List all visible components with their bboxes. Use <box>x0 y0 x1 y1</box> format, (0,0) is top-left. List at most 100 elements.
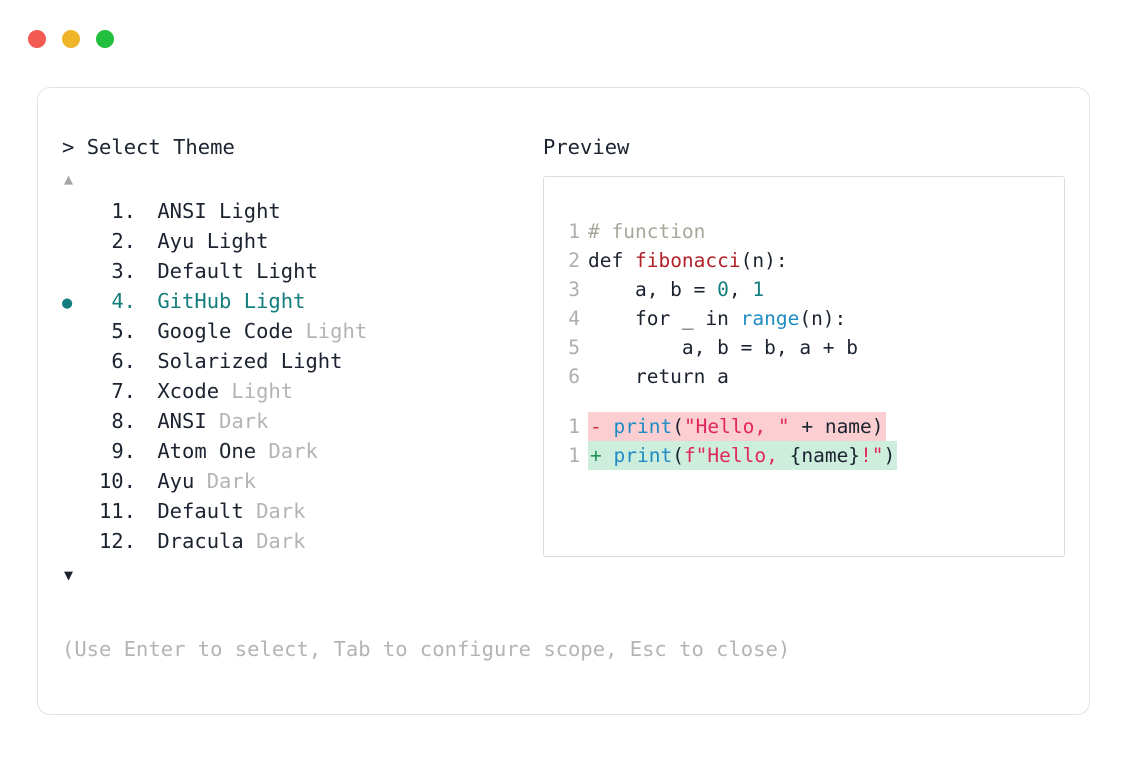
prompt-marker: > <box>62 135 75 159</box>
close-window-button[interactable] <box>28 30 46 48</box>
code-token: def <box>588 249 635 272</box>
theme-name: Ayu <box>157 229 195 253</box>
code-line-content: a, b = 0, 1 <box>588 275 764 304</box>
scroll-up-arrow-icon[interactable]: ▲ <box>64 170 74 188</box>
index-gap <box>136 316 157 346</box>
theme-mode: Light <box>243 259 318 283</box>
prompt-header: > Select Theme <box>62 134 532 160</box>
window-traffic-lights <box>28 30 114 48</box>
theme-list-item[interactable]: ●4. GitHub Light <box>62 286 532 316</box>
code-token: "Hello, " <box>683 415 790 438</box>
theme-index: 6. <box>111 349 136 373</box>
theme-name: ANSI <box>157 199 207 223</box>
line-number: 1 <box>568 444 580 467</box>
theme-list-item[interactable]: 11. Default Dark <box>62 496 532 526</box>
theme-mode: Dark <box>256 439 318 463</box>
code-line-content: return a <box>588 362 729 391</box>
line-number: 5 <box>568 336 580 359</box>
theme-index: 11. <box>98 499 136 523</box>
code-token: + name <box>789 415 872 438</box>
code-token: range <box>740 307 800 330</box>
code-token: a, b = <box>588 278 718 301</box>
code-line: 5 a, b = b, a + b <box>558 333 1064 362</box>
theme-index: 12. <box>98 529 136 553</box>
code-token: ( <box>672 415 684 438</box>
code-line-content: for _ in range(n): <box>588 304 846 333</box>
code-token: return a <box>588 365 729 388</box>
code-token: a, b = b, a + b <box>588 336 859 359</box>
scroll-down-arrow-icon[interactable]: ▼ <box>64 566 74 584</box>
theme-list-item[interactable]: 7. Xcode Light <box>62 376 532 406</box>
index-gap <box>136 376 157 406</box>
code-token: ) <box>871 415 884 438</box>
code-line: 1# function <box>558 217 1064 246</box>
theme-mode: Dark <box>194 469 257 493</box>
index-gap <box>136 466 157 496</box>
theme-list-item[interactable]: 8. ANSI Dark <box>62 406 532 436</box>
diff-removed-line: 1- print("Hello, " + name) <box>558 412 1064 441</box>
diff-minus-sign: - <box>590 415 614 438</box>
diff-line-content: - print("Hello, " + name) <box>588 412 886 441</box>
page-title: Select Theme <box>86 135 235 159</box>
maximize-window-button[interactable] <box>96 30 114 48</box>
index-gap <box>136 496 157 526</box>
code-line-content: a, b = b, a + b <box>588 333 858 362</box>
theme-name: GitHub <box>157 289 232 313</box>
theme-list-item[interactable]: 12. Dracula Dark <box>62 526 532 556</box>
line-number: 3 <box>568 278 580 301</box>
code-line-content: # function <box>588 217 705 246</box>
theme-name: Ayu <box>157 469 195 493</box>
minimize-window-button[interactable] <box>62 30 80 48</box>
preview-label: Preview <box>543 135 630 159</box>
theme-list-item[interactable]: 9. Atom One Dark <box>62 436 532 466</box>
theme-name: Atom One <box>157 439 257 463</box>
theme-mode: Light <box>293 319 368 343</box>
theme-index: 8. <box>111 409 136 433</box>
theme-name: Dracula <box>157 529 244 553</box>
diff-plus-sign: + <box>590 444 614 467</box>
index-gap <box>136 286 157 316</box>
theme-index: 2. <box>111 229 136 253</box>
theme-list-item[interactable]: 6. Solarized Light <box>62 346 532 376</box>
diff-line-content: + print(f"Hello, {name}!") <box>588 441 898 470</box>
theme-name: Google Code <box>157 319 294 343</box>
code-token: ( <box>672 444 684 467</box>
theme-name: ANSI <box>157 409 207 433</box>
code-token: for _ in <box>588 307 741 330</box>
line-number: 4 <box>568 307 580 330</box>
code-token: # function <box>588 220 706 243</box>
code-spacer <box>558 391 1064 412</box>
code-token: 1 <box>752 278 765 301</box>
index-gap <box>136 526 157 556</box>
theme-index: 3. <box>111 259 136 283</box>
selected-bullet-icon: ● <box>62 293 73 313</box>
theme-mode: Dark <box>206 409 269 433</box>
index-gap <box>136 406 157 436</box>
theme-list-item[interactable]: 1. ANSI Light <box>62 196 532 226</box>
code-token: print <box>613 415 673 438</box>
theme-name: Default <box>157 259 244 283</box>
theme-index: 5. <box>111 319 136 343</box>
theme-name: Xcode <box>157 379 220 403</box>
theme-mode: Dark <box>243 529 306 553</box>
index-gap <box>136 226 157 256</box>
theme-list-item[interactable]: 2. Ayu Light <box>62 226 532 256</box>
code-token: !" <box>860 444 884 467</box>
theme-list-item[interactable]: 3. Default Light <box>62 256 532 286</box>
code-token: (n): <box>740 249 788 272</box>
code-token: 0 <box>717 278 729 301</box>
theme-list-item[interactable]: 10. Ayu Dark <box>62 466 532 496</box>
code-token: ) <box>883 444 896 467</box>
index-gap <box>136 256 157 286</box>
theme-index: 10. <box>98 469 136 493</box>
diff-added-line: 1 + print(f"Hello, {name}!") <box>558 441 1064 470</box>
theme-index: 1. <box>111 199 136 223</box>
theme-list-item[interactable]: 5. Google Code Light <box>62 316 532 346</box>
index-gap <box>136 436 157 466</box>
